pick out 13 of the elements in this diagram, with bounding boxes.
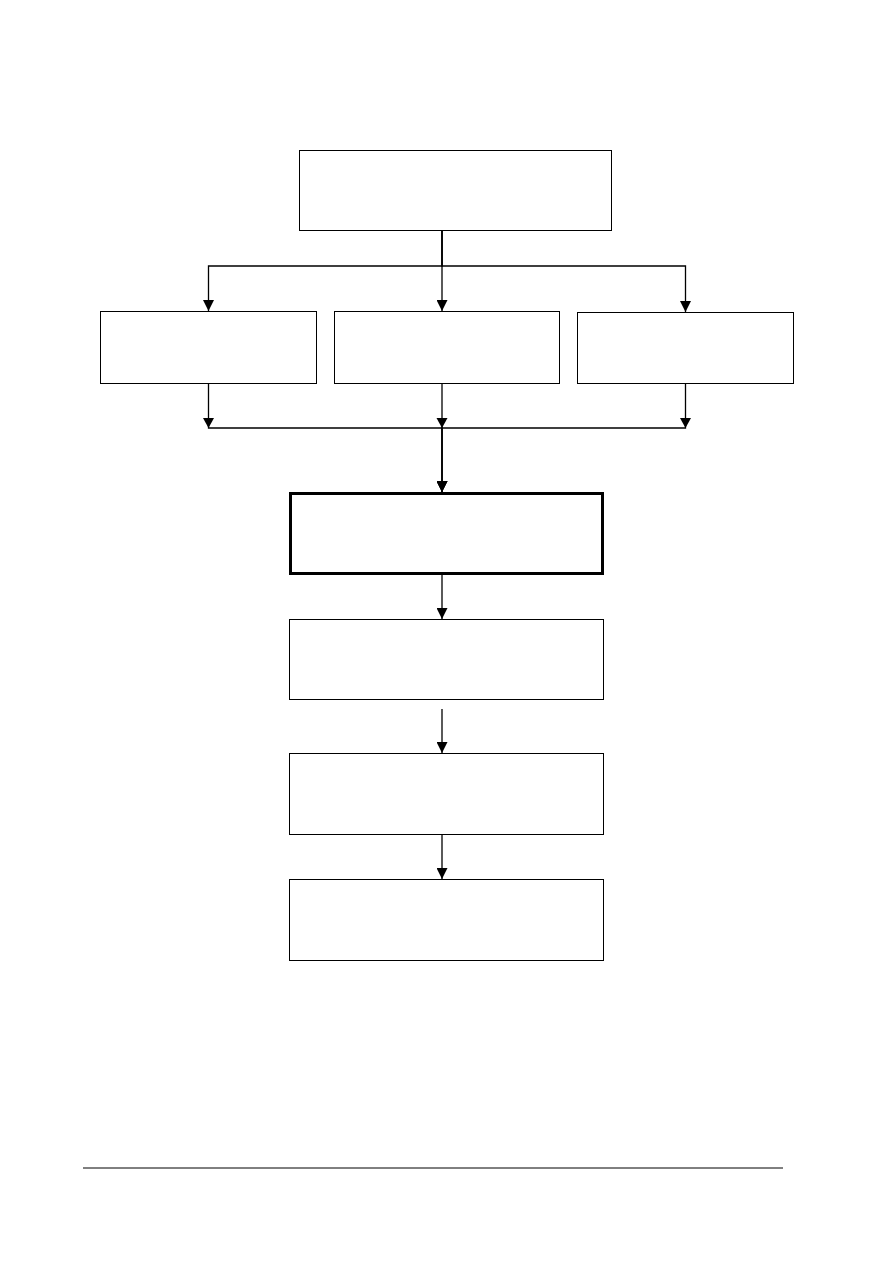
process-box: [299, 150, 612, 231]
arrow: [436, 383, 691, 493]
process-box: [289, 619, 604, 700]
process-box: [289, 492, 604, 575]
process-box: [577, 312, 794, 384]
process-box: [289, 753, 604, 835]
process-box: [289, 879, 604, 961]
arrow: [441, 230, 691, 313]
arrow: [436, 574, 448, 620]
process-box: [100, 311, 317, 384]
process-box: [334, 311, 560, 384]
arrow: [436, 708, 448, 754]
arrow: [436, 834, 448, 880]
